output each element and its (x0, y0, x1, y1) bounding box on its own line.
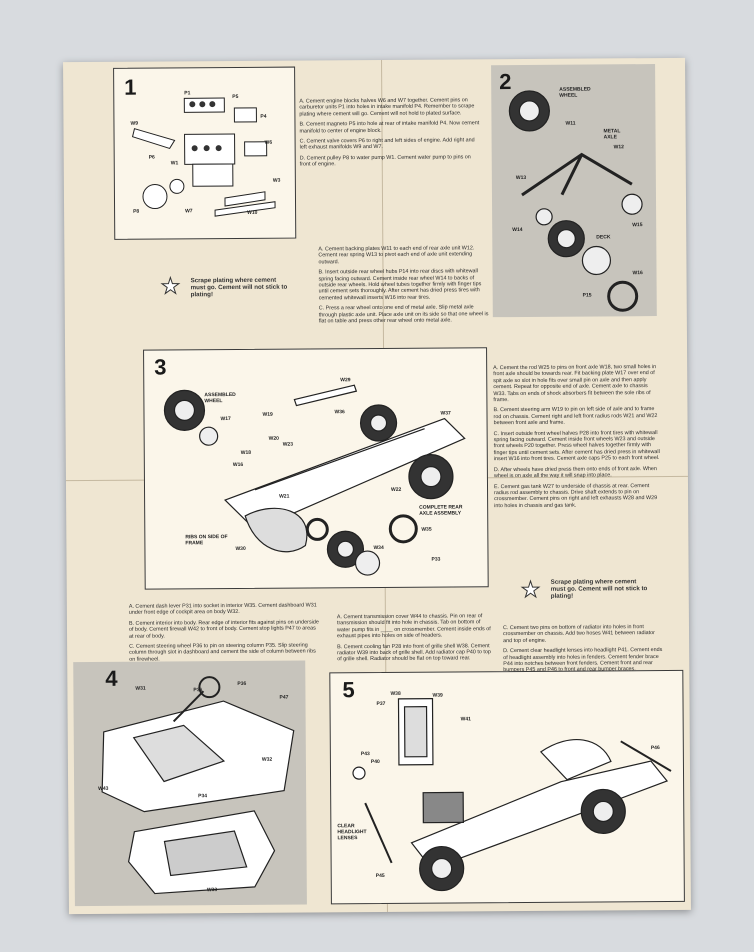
step-3-label: W37 (440, 410, 451, 417)
final-assembly-illustration (352, 698, 672, 892)
step-1-label: W1 (170, 160, 179, 167)
step-3-label: W21 (279, 493, 290, 500)
step-5-label: W39 (432, 692, 443, 699)
step-4-label: P34 (198, 793, 208, 800)
step-2-label: W13 (515, 174, 527, 182)
step-1-label: P5 (232, 93, 239, 101)
plating-warning: Scrape plating where cement must go. Cem… (550, 578, 648, 600)
step-4-label: P47 (279, 694, 289, 701)
engine-illustration (131, 97, 276, 217)
step-3-label: COMPLETE REAR AXLE ASSEMBLY (419, 504, 463, 517)
step-2-label: P15 (582, 292, 592, 299)
instruction-sheet: 1 P1 P5 W9 P4 W6 W1 P6 (63, 57, 691, 915)
step-2-label: METAL AXLE (603, 128, 621, 141)
star-icon: ★ (520, 576, 541, 602)
step-2-label: W16 (632, 270, 643, 277)
step-1-instructions: A. Cement engine blocks halves W6 and W7… (299, 97, 480, 168)
step-2-label: ASSEMBLED WHEEL (559, 86, 591, 99)
step-4-panel: 4 W31 P36 P36 P47 W43 W32 P34 W33 (73, 660, 307, 907)
step-3-label: W36 (334, 409, 345, 416)
step-3-label: W16 (232, 461, 244, 469)
step-3-label: W29 (340, 377, 351, 384)
step-1-label: W7 (185, 208, 193, 215)
step-5-label: W38 (390, 690, 401, 697)
step-1-label: W9 (130, 120, 138, 127)
step-1-label: W3 (272, 177, 281, 184)
star-icon: ★ (160, 273, 181, 299)
step-3-label: W22 (391, 486, 402, 493)
step-4-label: P36 (193, 687, 203, 694)
step-3-label: W34 (373, 544, 384, 552)
step-1-label: P8 (133, 208, 140, 215)
step-4-instructions: A. Cement dash lever P31 into socket in … (128, 602, 319, 663)
step-4-label: W31 (135, 685, 146, 692)
step-3-label: P33 (431, 556, 441, 563)
step-3-label: W35 (421, 526, 432, 533)
step-3-label: W19 (262, 411, 273, 418)
step-3-label: W30 (235, 545, 246, 552)
step-3-label: W18 (240, 449, 252, 456)
step-1-label: P4 (260, 113, 267, 120)
step-2-label: W11 (565, 120, 576, 127)
chassis-illustration (163, 384, 466, 576)
step-1-label: P6 (148, 154, 155, 161)
step-3-panel: 3 ASSEMBLED WHEEL W29 W17 W19 W36 W37 W2 (143, 347, 489, 590)
step-3-instructions: A. Cement the rod W25 to pins on front a… (493, 364, 660, 509)
step-3-label: W23 (282, 441, 294, 448)
step-5-label: P40 (370, 758, 380, 766)
step-5-panel: 5 P37 W38 W39 W41 P43 P40 CLEAR HEADLIGH… (329, 669, 685, 905)
step-5-label: P45 (375, 872, 385, 880)
step-3-label: W20 (268, 435, 279, 442)
step-2-label: W12 (613, 144, 624, 151)
step-1-label: W10 (247, 209, 258, 216)
step-2-instructions: A. Cement backing plates W11 to each end… (318, 245, 489, 325)
rear-axle-illustration (508, 90, 643, 312)
step-4-label: W32 (261, 756, 273, 763)
step-2-label: W15 (632, 222, 643, 229)
step-5-label: P37 (376, 700, 386, 708)
step-4-label: W43 (98, 785, 109, 792)
step-5-label: P46 (650, 745, 660, 752)
body-illustration (101, 676, 295, 895)
step-1-label: P1 (184, 90, 191, 97)
step-1-panel: 1 P1 P5 W9 P4 W6 W1 P6 (113, 66, 297, 240)
step-2-label: W14 (512, 226, 523, 234)
step-3-label: ASSEMBLED WHEEL (204, 391, 236, 405)
step-4-label: P36 (237, 680, 247, 687)
step-2-panel: 2 ASSEMBLED WHEEL W11 METAL AXLE W13 W12… (491, 64, 657, 318)
plating-warning: Scrape plating where cement must go. Cem… (190, 276, 288, 299)
step-1-label: W6 (264, 139, 273, 146)
step-2-label: DECK (596, 234, 611, 241)
step-5-label: CLEAR HEADLIGHT LENSES (337, 823, 367, 842)
step-3-label: W17 (220, 416, 231, 423)
step-3-label: RIBS ON SIDE OF FRAME (185, 534, 228, 547)
step-4-label: W33 (206, 887, 218, 894)
step-5-label: W41 (460, 716, 471, 723)
step-5-label: P43 (360, 751, 370, 758)
step-5-instructions-left: A. Cement transmission cover W44 to chas… (336, 613, 491, 663)
